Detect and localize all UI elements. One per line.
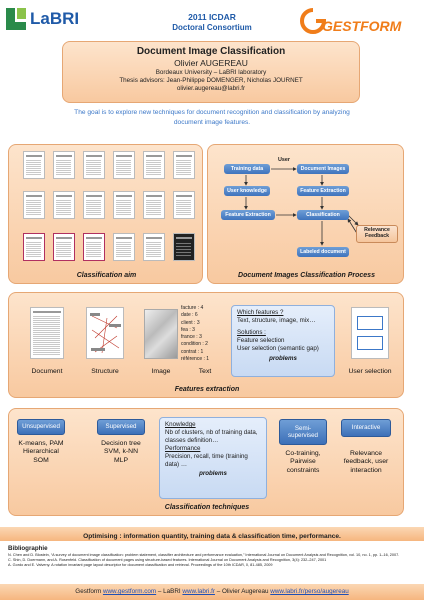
performance-title: Performance [165,445,201,453]
node-training-data: Training data [224,164,270,174]
doc-thumb [83,151,105,179]
node-labeled-document: Labeled document [297,247,349,257]
footer-gestform-link[interactable]: www.gestform.com [102,588,157,595]
knowledge-text: Nb of clusters, nb of training data, cla… [165,429,258,445]
goal-text: The goal is to explore new techniques fo… [74,109,350,126]
techniques-caption: Classification techniques [164,504,250,511]
feature-text-list: facture : 4 date : 6 client : 3 fea : 3 … [181,305,210,362]
doc-thumb [23,191,45,219]
event-title: 2011 ICDAR Doctoral Consortium [150,12,274,32]
feature-image-pic [144,309,178,359]
doc-thumb [143,151,165,179]
optimising-text: Optimising : information quantity, train… [83,533,341,540]
gestform-logo-icon [300,8,326,34]
techniques-problems: problems [199,470,227,478]
supervised-methods: Decision tree SVM, k-NN MLP [101,440,141,464]
doc-thumb [113,151,135,179]
footer-sep-2: – [216,588,221,595]
labri-logo-icon [6,8,28,30]
event-line2: Doctoral Consortium [172,23,252,32]
label-user-selection: User selection [348,368,392,375]
gestform-logo: GESTFORM [300,8,418,38]
footer-sep-1: – [157,588,162,595]
ref-2: C. Shin, D. Doermann, and A. Rosenfeld. … [8,558,327,563]
author-email: olivier.augereau@labri.fr [176,85,246,92]
doc-thumb [143,191,165,219]
features-caption: Features extraction [174,386,240,393]
doc-thumb [173,191,195,219]
footer-author-link[interactable]: www.labri.fr/perso/augereau [270,588,349,595]
supervised-button[interactable]: Supervised [97,419,145,435]
node-classification: Classification [297,210,349,220]
ref-3: A. Gordo and E. Valveny. A rotation inva… [8,563,273,568]
doc-thumb [53,233,75,261]
footer-labri-link[interactable]: www.labri.fr [182,588,215,595]
affiliation: Bordeaux University – LaBRI laboratory [155,69,267,76]
semisupervised-button[interactable]: Semi-supervised [279,419,327,445]
poster-title: Document Image Classification [136,46,286,57]
optimising-bar: Optimising : information quantity, train… [0,527,424,541]
footer-labri-label: LaBRI [163,588,181,595]
feature-structure-image [86,307,124,359]
feature-doc-image [30,307,64,359]
which-features-title: Which features ? [237,309,284,316]
event-line1: 2011 ICDAR [188,12,236,22]
classification-aim-panel: Classification aim [8,144,203,284]
doc-thumb [173,233,195,261]
knowledge-title: Knowledge [165,421,196,428]
node-user-knowledge: User knowledge [224,186,270,196]
solution-2: User selection (semantic gap) [237,345,319,353]
label-image: Image [151,368,171,375]
knowledge-box: Knowledge Nb of clusters, nb of training… [159,417,267,499]
advisors: Thesis advisors: Jean-Philippe DOMENGER,… [119,77,303,84]
node-relevance-feedback: Relevance Feedback [356,225,398,243]
bibliography-title: Bibliographie [8,545,48,552]
node-feature-extraction-left: Feature Extraction [221,210,275,220]
interactive-button[interactable]: Interactive [341,419,391,437]
labri-logo-text: LaBRI [30,9,80,28]
semisupervised-methods: Co-training, Pairwise constraints [285,450,321,474]
doc-thumb [173,151,195,179]
structure-graph [90,313,121,354]
label-text: Text [198,368,212,375]
process-panel: User Training data Document Images User … [207,144,404,284]
doc-thumb [113,191,135,219]
doc-thumb [23,151,45,179]
node-document-images: Document Images [297,164,349,174]
label-structure: Structure [91,368,119,375]
footer-bar: Gestform www.gestform.com – LaBRI www.la… [0,584,424,600]
doc-thumb [23,233,45,261]
features-problems: problems [269,355,297,363]
process-caption: Document Images Classification Process [238,272,375,279]
doc-thumb [53,151,75,179]
ref-1: N. Chen and D. Blostein, “A survey of do… [8,553,400,557]
performance-text: Precision, recall, time (training data) … [165,453,248,469]
interactive-methods: Relevance feedback, user interaction [343,450,389,474]
bibliography: Bibliographie N. Chen and D. Blostein, “… [8,545,418,568]
node-feature-extraction-right: Feature Extraction [297,186,349,196]
title-box: Document Image Classification Olivier AU… [62,41,360,103]
doc-thumb [113,233,135,261]
doc-thumb [53,191,75,219]
unsupervised-methods: K-means, PAM Hierarchical SOM [18,440,64,464]
gestform-logo-text: GESTFORM [322,18,402,34]
author-name: Olivier AUGEREAU [174,58,248,68]
unsupervised-button[interactable]: Unsupervised [17,419,65,435]
footer-author-label: Olivier Augereau [221,588,269,595]
doc-thumb [143,233,165,261]
which-features-text: Text, structure, image, mix… [237,317,316,325]
which-features-box: Which features ? Text, structure, image,… [231,305,335,377]
label-document: Document [31,368,63,375]
solution-1: Feature selection [237,337,285,345]
user-selection-image [351,307,389,359]
labri-logo: LaBRI [6,6,86,34]
doc-thumb [83,191,105,219]
user-label: User [278,157,290,163]
solutions-title: Solutions : [237,329,266,337]
doc-thumb [83,233,105,261]
footer-gestform-label: Gestform [75,588,102,595]
classification-aim-caption: Classification aim [76,272,137,279]
techniques-panel: Unsupervised K-means, PAM Hierarchical S… [8,408,404,516]
features-panel: facture : 4 date : 6 client : 3 fea : 3 … [8,292,404,398]
